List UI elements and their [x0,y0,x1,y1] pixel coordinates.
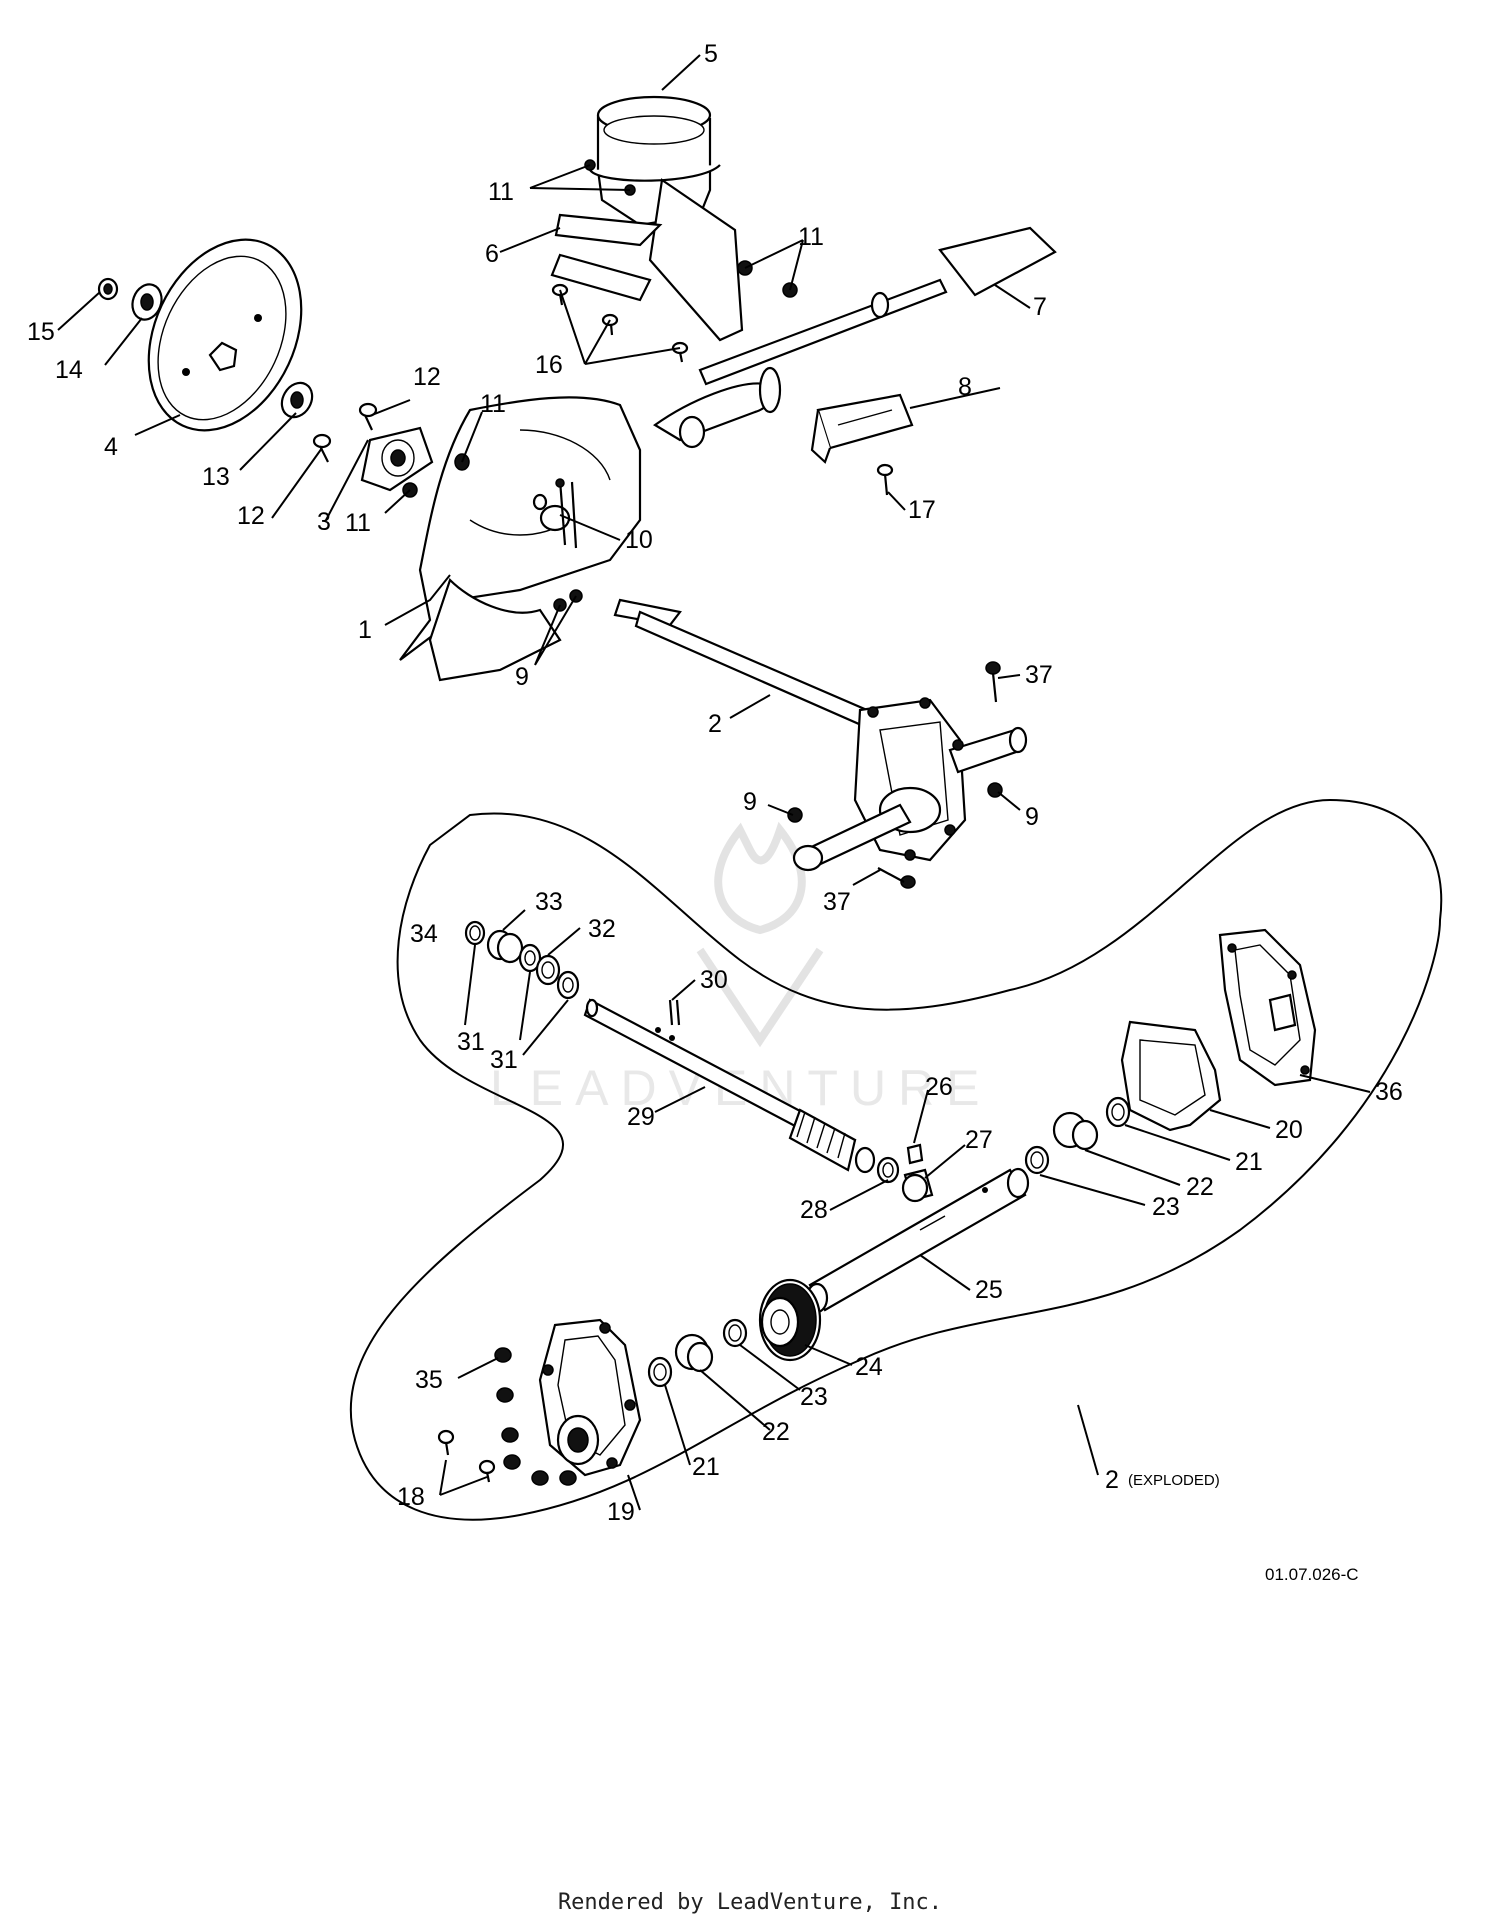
label-9-c: 9 [1025,803,1039,831]
label-2: 2 [708,710,722,738]
footer-credit: Rendered by LeadVenture, Inc. [557,1890,943,1915]
part-3-bearing-flange [360,426,434,492]
part-29-worm-shaft [583,998,876,1174]
label-2-exploded: 2 [1105,1466,1119,1494]
part-14-bearing [131,283,163,321]
part-23-washers [722,1145,1050,1348]
part-27-bushing [901,1168,934,1203]
label-30: 30 [700,966,728,994]
label-20: 20 [1275,1116,1303,1144]
label-18: 18 [397,1483,425,1511]
label-29: 29 [627,1103,655,1131]
part-16-bolts [551,283,689,363]
label-25: 25 [975,1276,1003,1304]
label-12-b: 12 [237,502,265,530]
label-10: 10 [625,526,653,554]
label-21-a: 21 [1235,1148,1263,1176]
part-8-rod-bracket [810,393,914,464]
part-2-gearbox [634,610,1028,872]
label-22-b: 22 [762,1418,790,1446]
label-11-c: 11 [480,390,506,418]
part-33-bushing [486,929,524,964]
label-8: 8 [958,373,972,401]
label-9-a: 9 [515,663,529,691]
label-32: 32 [588,915,616,943]
part-15-nut [97,277,119,301]
label-31-b: 31 [490,1046,518,1074]
label-34: 34 [410,920,438,948]
label-1: 1 [358,616,372,644]
part-17-screw [876,463,894,496]
part-7-chute-control-rod [652,226,1057,449]
part-30-key [668,999,681,1026]
part-13-bearing [280,381,314,419]
label-23-a: 23 [1152,1193,1180,1221]
label-11-d: 11 [345,509,371,537]
leader-lines [57,54,1371,1511]
label-12-a: 12 [413,363,441,391]
label-31-a: 31 [457,1028,485,1056]
part-32-seal [535,954,561,986]
part-31-washers [518,943,580,1000]
part-10-pins [555,478,578,549]
part-labels: 5 11 6 11 7 8 17 16 12 11 11 3 12 13 4 1… [27,40,1403,1584]
label-4: 4 [104,433,118,461]
label-11-b: 11 [798,223,824,251]
label-27: 27 [965,1126,993,1154]
part-37-bolts [877,661,1001,889]
label-22-a: 22 [1186,1173,1214,1201]
part-22-bushings [674,1111,1099,1373]
part-20-gasket [1120,1020,1222,1132]
label-37-b: 37 [823,888,851,916]
label-17: 17 [908,496,936,524]
label-3: 3 [317,508,331,536]
part-28-washer [876,1156,900,1184]
label-19: 19 [607,1498,635,1526]
label-26: 26 [925,1073,953,1101]
drawing-code: 01.07.026-C [1265,1565,1359,1584]
part-5-chute-collar [550,95,744,342]
label-28: 28 [800,1196,828,1224]
label-13: 13 [202,463,230,491]
part-19-gearbox-housing [538,1318,642,1477]
label-36: 36 [1375,1078,1403,1106]
label-16: 16 [535,351,563,379]
label-21-b: 21 [692,1453,720,1481]
label-5: 5 [704,40,718,68]
label-11-a: 11 [488,178,514,206]
part-34-ring [464,920,486,946]
part-26-key [906,1143,924,1165]
label-14: 14 [55,356,83,384]
label-33: 33 [535,888,563,916]
label-15: 15 [27,318,55,346]
part-36-gearbox-cover [1218,928,1317,1087]
part-18-plugs [437,1429,496,1483]
label-23-b: 23 [800,1383,828,1411]
label-exploded-suffix: (EXPLODED) [1128,1472,1220,1489]
exploded-view-outline [349,798,1443,1521]
part-24-worm-gear [758,1278,822,1362]
label-6: 6 [485,240,499,268]
label-24: 24 [855,1353,883,1381]
part-4-pulley [147,238,303,432]
label-9-b: 9 [743,788,757,816]
label-35: 35 [415,1366,443,1394]
label-37-a: 37 [1025,661,1053,689]
part-35-screws [494,1347,577,1486]
label-7: 7 [1033,293,1047,321]
part-21-seals [647,1096,1131,1388]
